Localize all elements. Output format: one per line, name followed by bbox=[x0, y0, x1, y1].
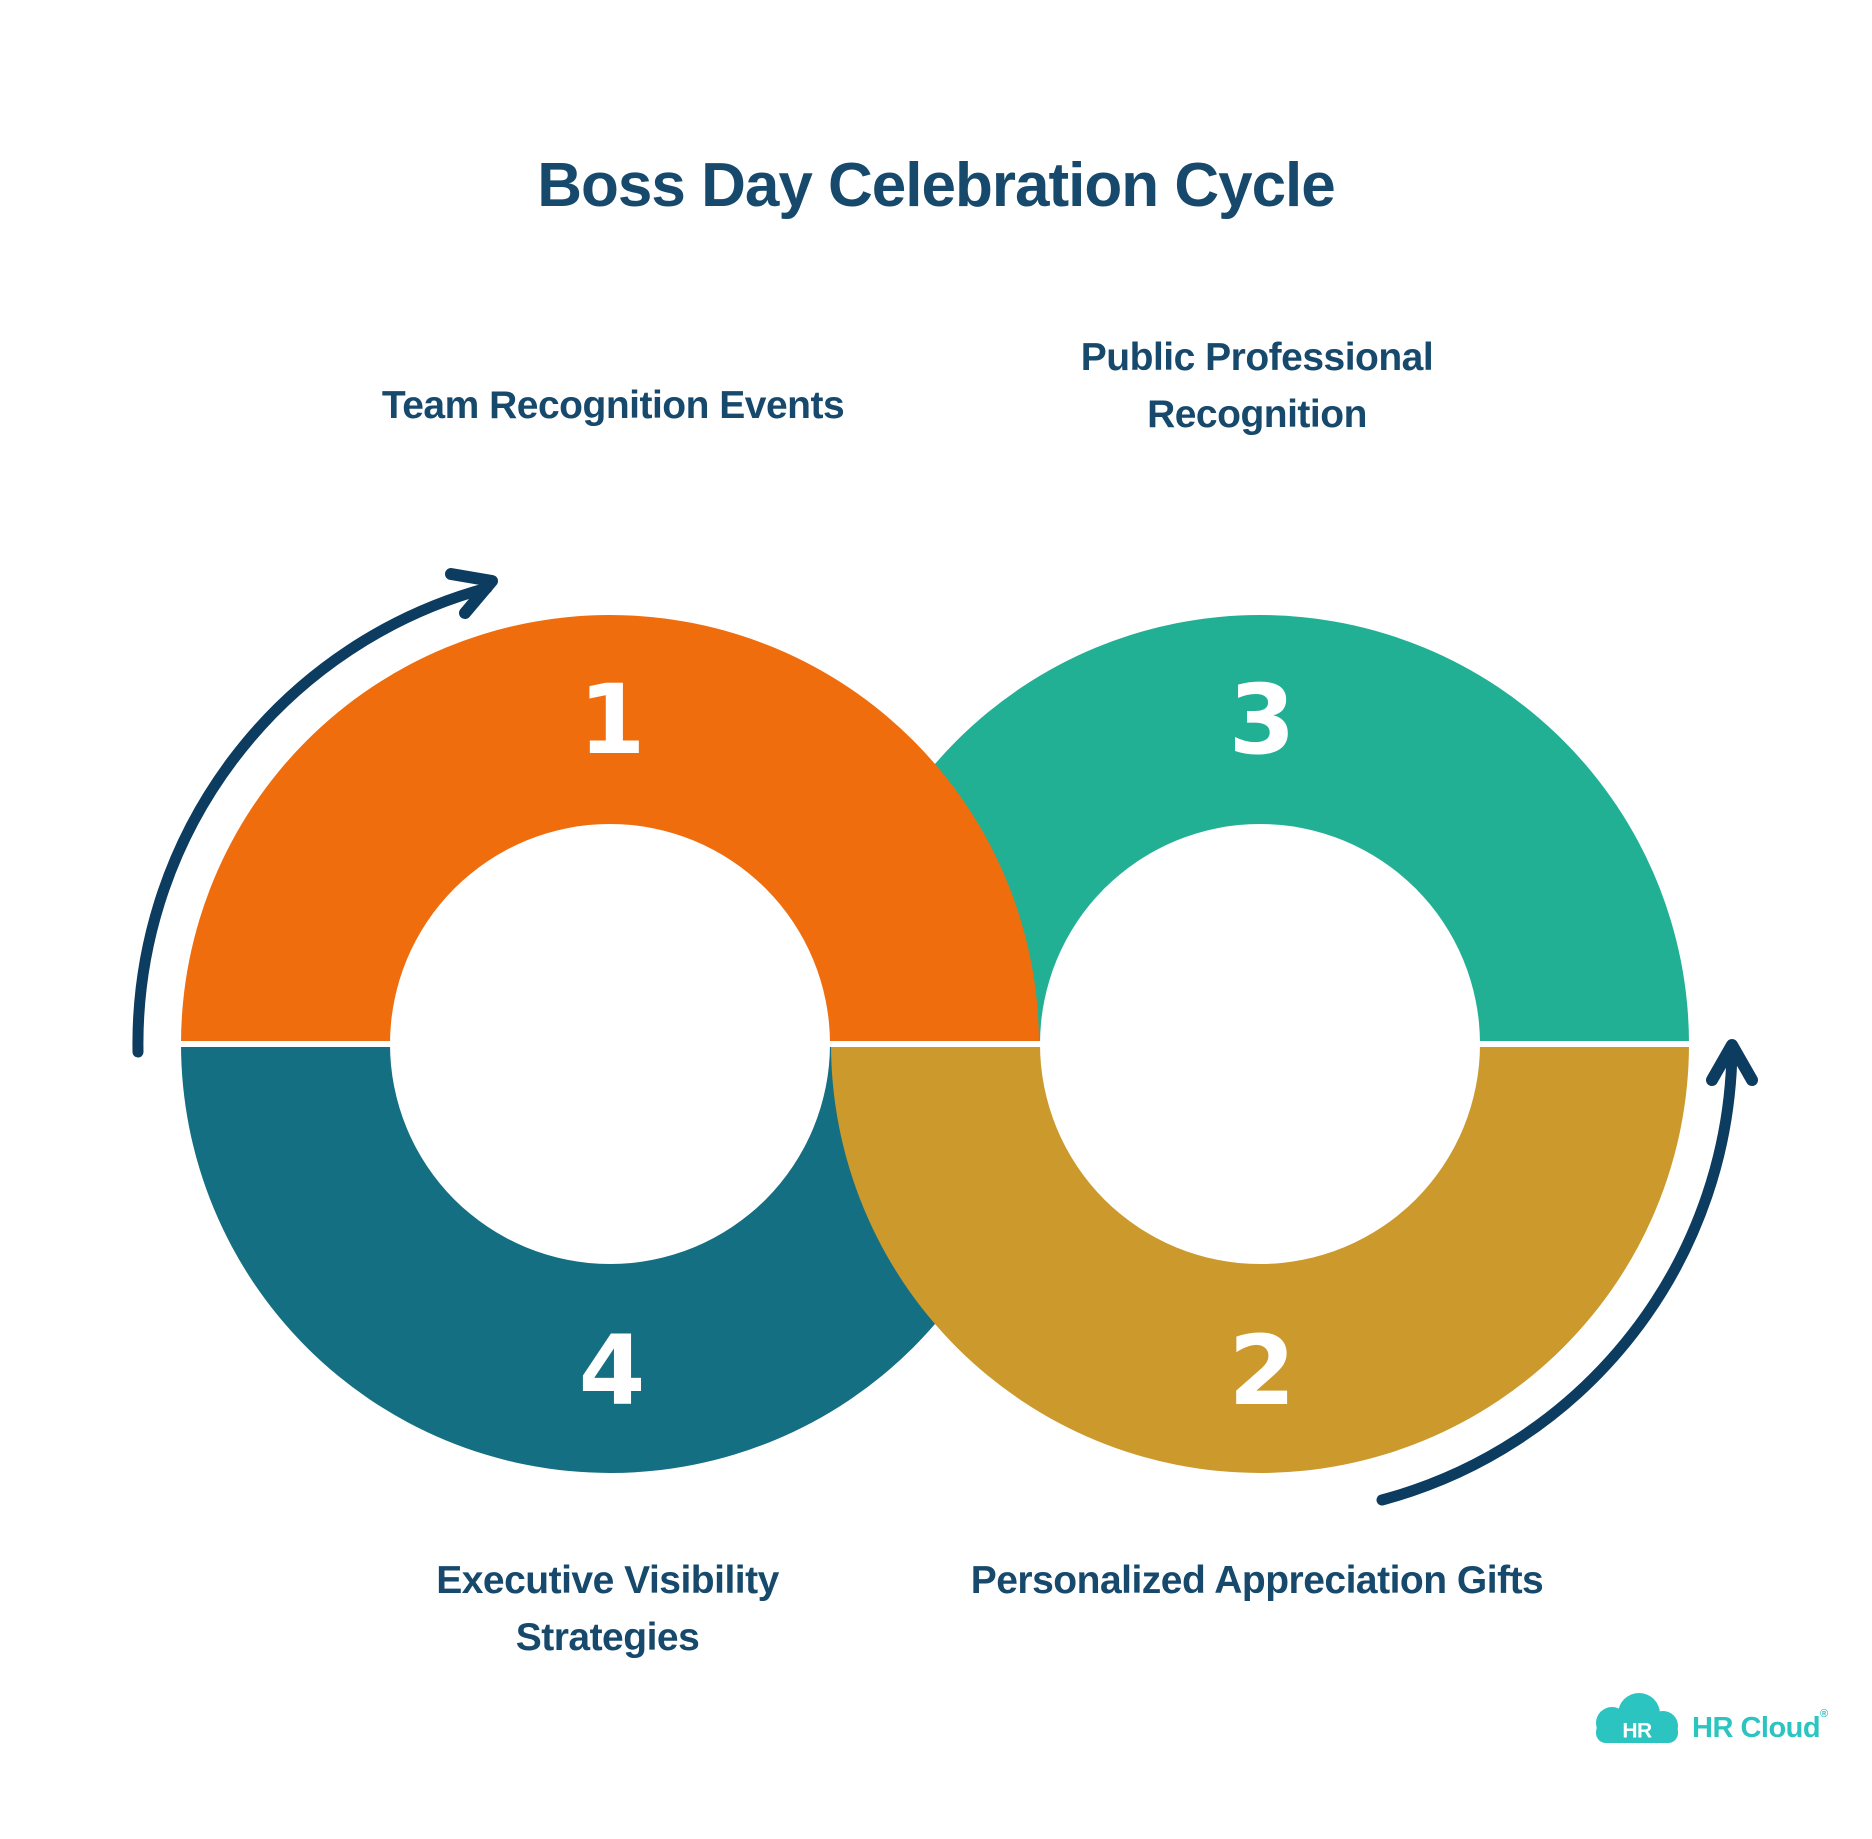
segment-3-arc bbox=[831, 615, 1689, 1044]
step-2-label: Personalized Appreciation Gifts bbox=[970, 1559, 1544, 1602]
step-3-label: Public Professional Recognition bbox=[1080, 336, 1434, 436]
segment-2-arc bbox=[831, 1044, 1689, 1473]
hr-cloud-wordmark: HR Cloud bbox=[1692, 1712, 1820, 1744]
registered-trademark-mark: ® bbox=[1820, 1708, 1828, 1720]
hr-cloud-logo: HR HR Cloud ® bbox=[1596, 1693, 1828, 1744]
flow-arrow-right-icon bbox=[1376, 1039, 1758, 1506]
segment-4-arc bbox=[181, 1044, 1039, 1473]
step-1-label: Team Recognition Events bbox=[381, 384, 845, 427]
step-4-number: 4 bbox=[579, 1315, 646, 1427]
flow-arrow-left-icon bbox=[132, 568, 498, 1058]
step-4-label: Executive Visibility Strategies bbox=[436, 1559, 779, 1659]
step-1-number: 1 bbox=[579, 664, 646, 776]
hr-badge-label: HR bbox=[1622, 1720, 1652, 1743]
hr-cloud-icon bbox=[1596, 1693, 1678, 1743]
step-3-number: 3 bbox=[1229, 664, 1296, 776]
step-2-number: 2 bbox=[1229, 1315, 1296, 1427]
page-title: Boss Day Celebration Cycle bbox=[537, 151, 1336, 220]
segment-1-arc bbox=[181, 615, 1039, 1044]
midline-gap bbox=[150, 1041, 1720, 1047]
